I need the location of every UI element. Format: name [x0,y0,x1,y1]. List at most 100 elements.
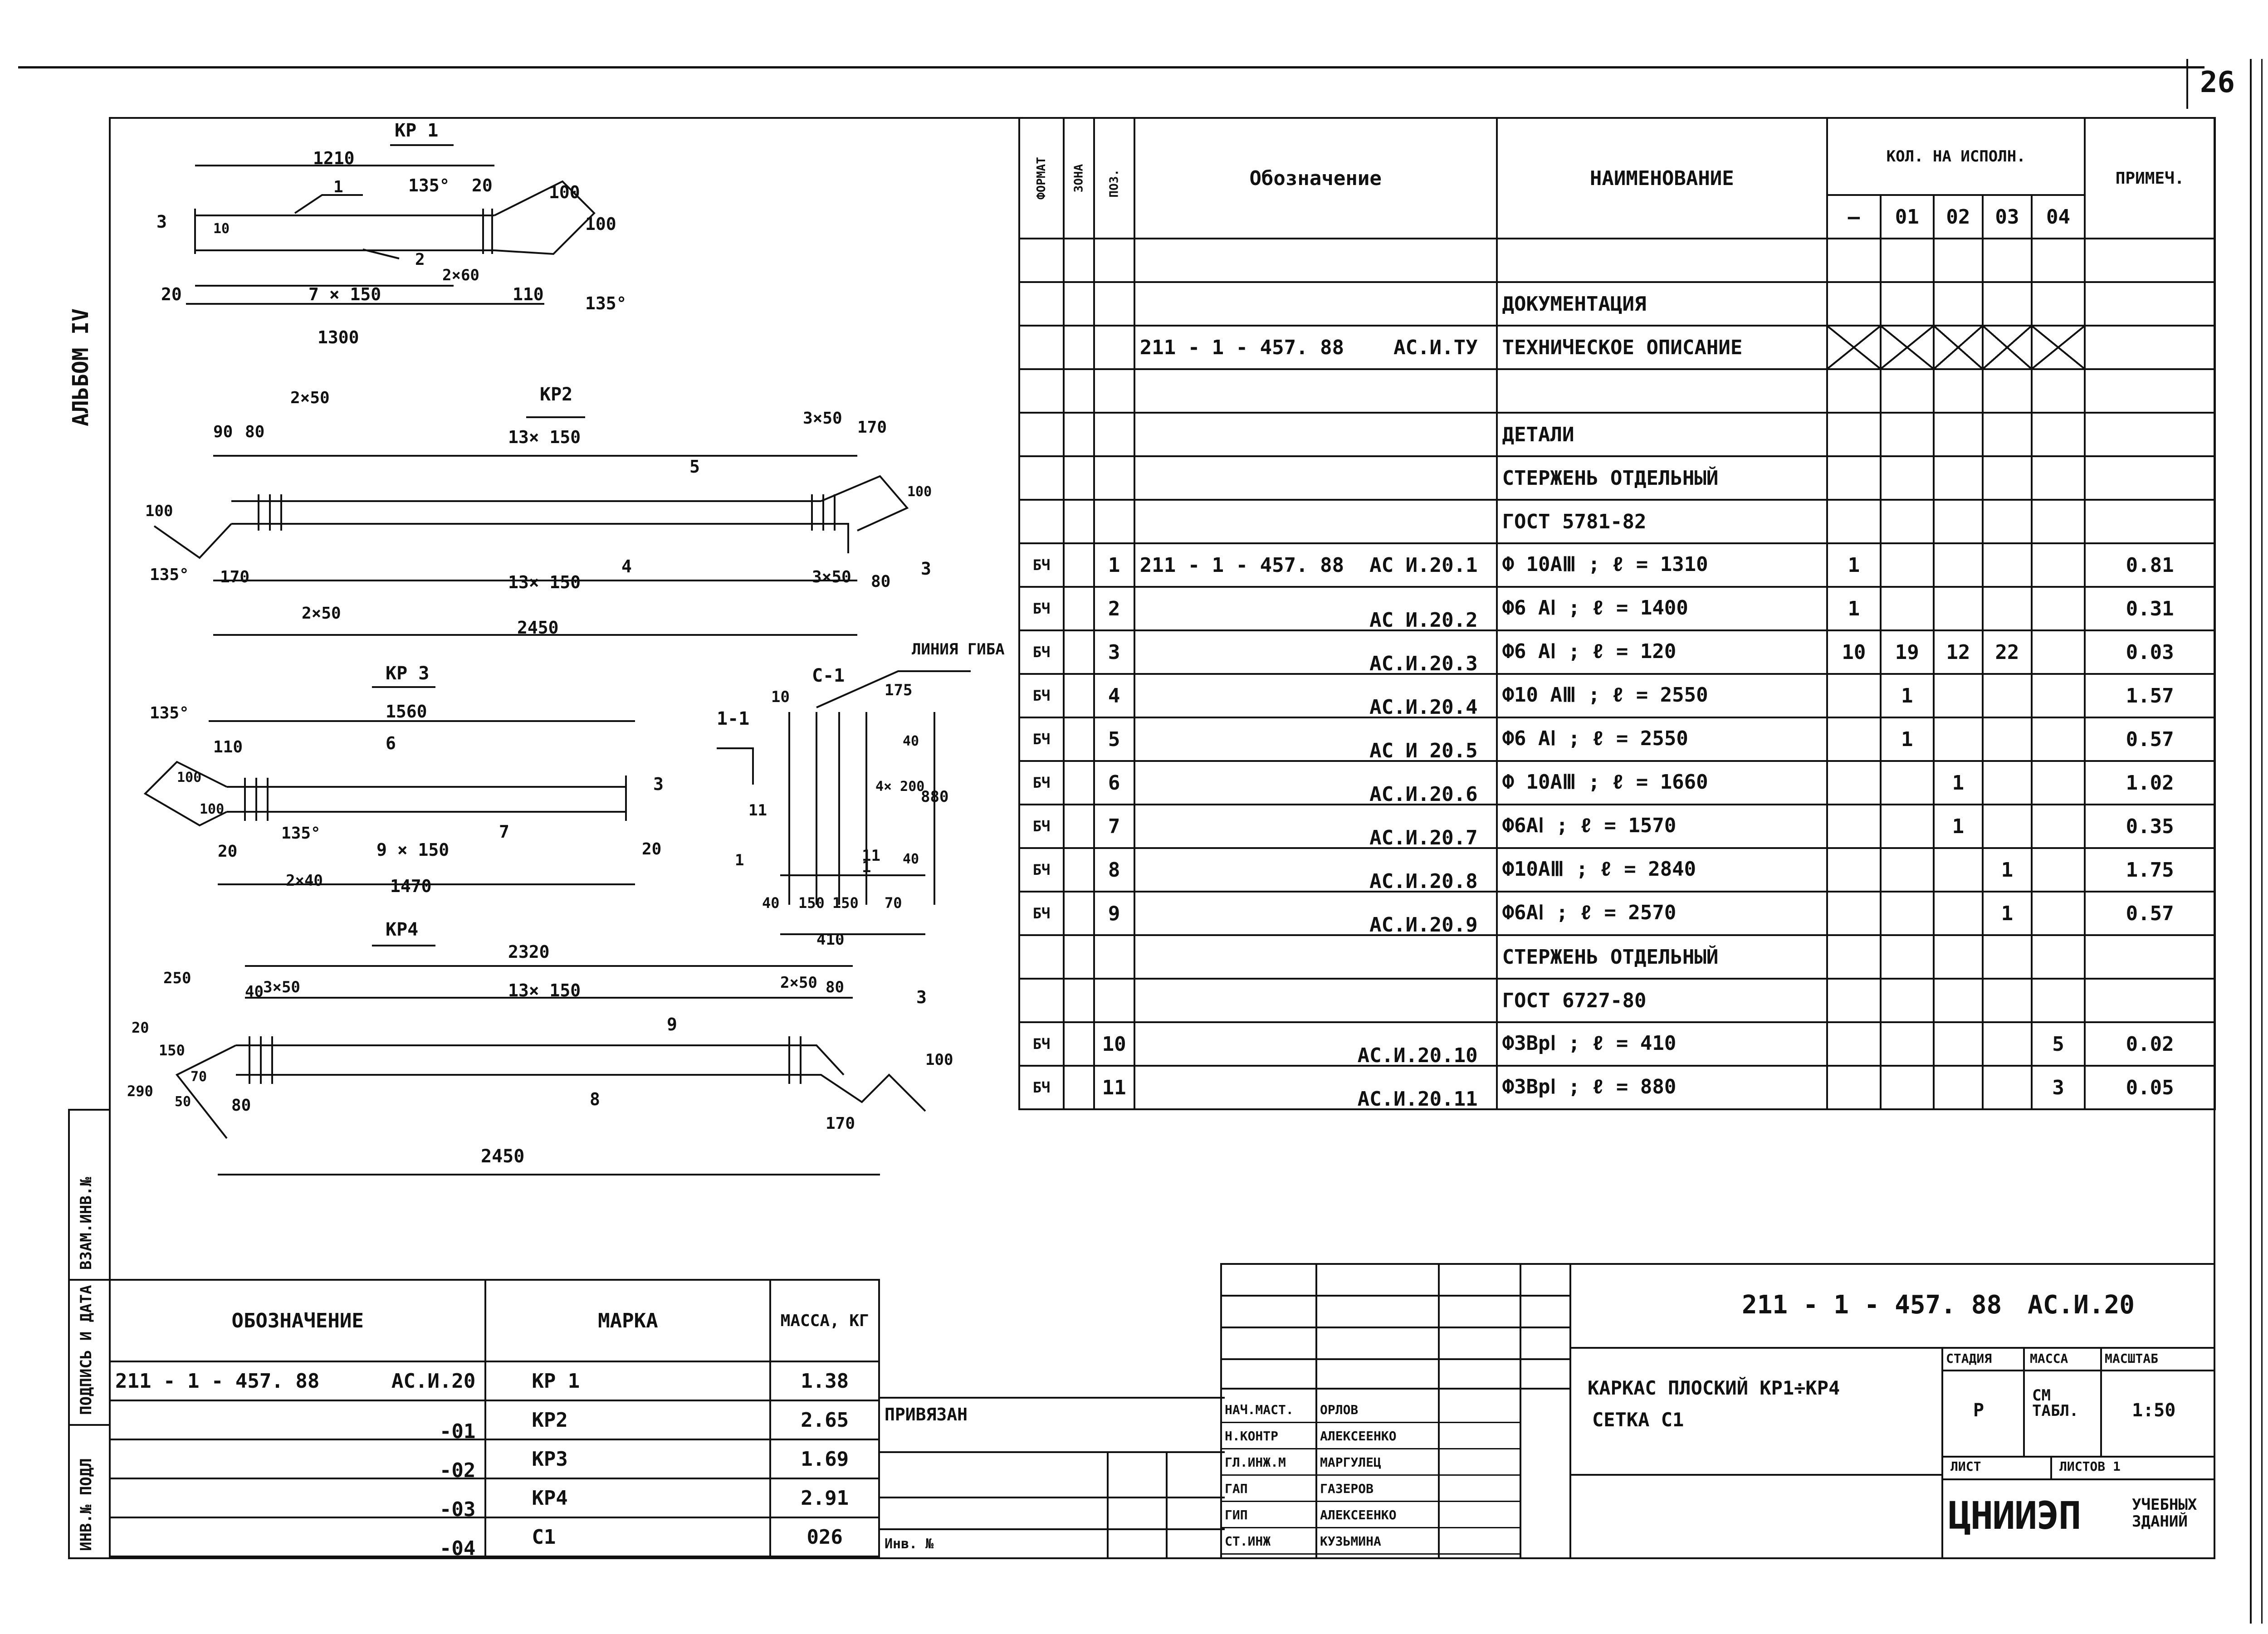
spec-qty [1826,238,1882,283]
spec-qty [1932,1065,1984,1110]
spec-qty [1826,673,1882,718]
spec-qty [2030,629,2086,675]
mass-designation: -01 [108,1400,487,1443]
spec-qty [1879,455,1935,501]
spec-name: ДОКУМЕНТАЦИЯ [1496,281,1828,327]
kr2-dim: 3×50 [812,568,851,586]
spec-designation-mark: АС.И.20.9 [1369,913,1478,937]
kr4-dim: 290 [127,1083,153,1100]
spec-format [1018,499,1065,544]
spec-qty [1879,586,1935,631]
kr2-dim: 13× 150 [508,572,581,592]
kr3-dim: 100 [200,801,225,817]
kr4-dim: 8 [590,1089,600,1109]
specification-table: ФОРМАТ ЗОНА ПОЗ. Обозначение НАИМЕНОВАНИ… [1018,117,2216,1111]
kr4-bar-bottom [236,1073,926,1112]
spec-name: ДЕТАЛИ [1496,412,1828,457]
stamp-info-row [1941,1370,2214,1371]
spec-qty [1932,281,1984,327]
spec-zone [1062,629,1095,675]
page-number: 26 [2200,66,2235,99]
spec-qty [1932,368,1984,414]
kr2-dim: 100 [145,502,173,520]
stamp-person: АЛЕКСЕЕНКО [1320,1429,1397,1444]
title-line-2: СЕТКА С1 [1592,1409,1684,1431]
stamp-info-div-1 [2023,1347,2025,1456]
spec-zone [1062,934,1095,980]
kr4-dim: 9 [667,1015,677,1034]
spec-qty [1879,891,1935,936]
spec-qty [1981,760,2033,805]
spec-qty [1879,978,1935,1023]
stamp-code-divider [1569,1347,2214,1349]
spec-designation [1133,978,1498,1023]
spec-pos: 8 [1093,847,1135,893]
spec-designation [1133,934,1498,980]
kr1-dim: 20 [161,284,182,304]
kr2-dim: 170 [220,568,250,586]
kr1-stirrup-1 [482,209,493,254]
spec-note: 0.02 [2084,1021,2216,1067]
spec-format [1018,238,1065,283]
spec-note [2084,412,2216,457]
spec-qty: 12 [1932,629,1984,675]
stamp-left [1220,1263,1222,1558]
spec-zone [1062,281,1095,327]
spec-designation-mark: АС И.20.2 [1369,609,1478,632]
drawings-svg [143,144,971,1176]
mass-designation-mark: АС.И.20 [391,1369,476,1393]
kr2-dim: 80 [871,572,891,591]
spec-note: 0.57 [2084,717,2216,762]
privyazan-div-2 [1166,1451,1168,1557]
kr2-stirrups-left [258,494,282,531]
spec-qty [1981,804,2033,849]
page-number-box-left [2186,59,2188,109]
spec-designation-mark: АС И.20.1 [1369,553,1478,577]
frame-bottom [68,1557,2214,1559]
c1-dim: 1 [735,851,744,869]
stamp-role: ГИП [1225,1507,1248,1522]
spec-pos [1093,499,1135,544]
spec-qty [2030,368,2086,414]
spec-qty [2030,586,2086,631]
spec-format: БЧ [1018,1021,1065,1067]
spec-name: Ф10АⅢ ; ℓ = 2840 [1496,847,1828,893]
spec-designation: АС И.20.2 [1133,586,1498,632]
spec-row: ДОКУМЕНТАЦИЯ [1018,281,2216,327]
spec-qty [2030,325,2086,370]
spec-pos [1093,978,1135,1023]
spec-qty: 1 [1981,847,2033,893]
spec-zone [1062,368,1095,414]
kr3-hook [143,761,227,827]
spec-qty [1879,804,1935,849]
spec-pos: 3 [1093,629,1135,675]
spec-qty [1826,1021,1882,1067]
spec-qty [1826,412,1882,457]
qty-col-header: – [1826,194,1882,239]
spec-qty: 10 [1826,629,1882,675]
c1-dim: 11 [862,847,880,865]
kr1-dim: 1 [333,178,343,196]
spec-note [2084,368,2216,414]
mass-value: 1.69 [769,1439,880,1479]
stamp-info-left [1941,1347,1943,1558]
kr3-dim: 7 [499,822,509,842]
spec-format [1018,325,1065,370]
mass-mark: КР2 [484,1400,772,1440]
spec-format: БЧ [1018,760,1065,805]
spec-qty [1826,281,1882,327]
kr3-dim: 110 [213,738,243,756]
mass-designation: -02 [108,1439,487,1482]
spec-qty: 1 [1826,542,1882,588]
spec-pos: 2 [1093,586,1135,631]
header-qty: КОЛ. НА ИСПОЛН. [1826,117,2086,196]
spec-qty [1932,673,1984,718]
spec-qty [1879,934,1935,980]
spec-qty [1981,368,2033,414]
spec-qty [1879,1065,1935,1110]
